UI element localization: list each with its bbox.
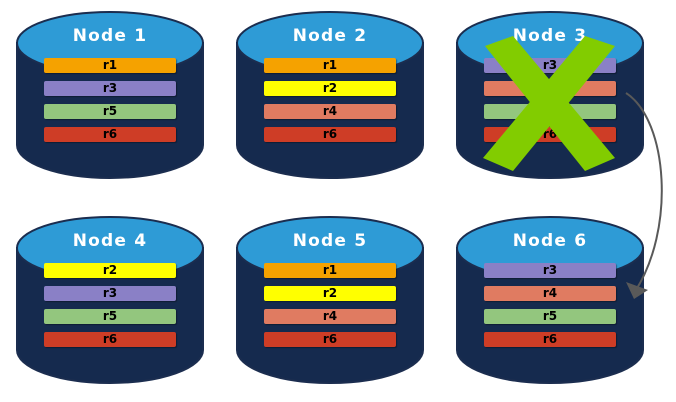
record-bar[interactable]: r3 <box>484 58 616 73</box>
record-label: r1 <box>102 58 118 72</box>
record-bar[interactable]: r6 <box>264 127 396 142</box>
record-bar[interactable]: r6 <box>264 332 396 347</box>
record-bar-list: r2 r3 r5 r6 <box>44 263 176 355</box>
record-bar[interactable]: r4 <box>264 104 396 119</box>
record-bar[interactable]: r2 <box>264 81 396 96</box>
record-label: r1 <box>322 263 338 277</box>
record-label: r6 <box>322 127 338 141</box>
record-bar[interactable]: r1 <box>44 58 176 73</box>
record-label: r4 <box>322 309 338 323</box>
record-label: r4 <box>322 104 338 118</box>
record-label: r6 <box>102 332 118 346</box>
record-bar[interactable]: r6 <box>484 127 616 142</box>
record-label: r6 <box>102 127 118 141</box>
record-label: r6 <box>322 332 338 346</box>
record-bar[interactable]: r4 <box>264 309 396 324</box>
record-label: r2 <box>102 263 118 277</box>
node-4[interactable]: Node 4 r2 r3 r5 r6 <box>15 213 205 385</box>
record-label: r5 <box>102 309 118 323</box>
record-bar[interactable]: r6 <box>484 332 616 347</box>
record-bar[interactable]: r5 <box>44 309 176 324</box>
record-bar[interactable]: r4 <box>484 81 616 96</box>
node-6[interactable]: Node 6 r3 r4 r5 r6 <box>455 213 645 385</box>
record-bar[interactable]: r1 <box>264 58 396 73</box>
record-bar[interactable]: r4 <box>484 286 616 301</box>
record-bar[interactable]: r6 <box>44 332 176 347</box>
record-label: r3 <box>102 81 118 95</box>
record-bar-list: r1 r3 r5 r6 <box>44 58 176 150</box>
record-bar[interactable]: r6 <box>44 127 176 142</box>
record-bar[interactable]: r5 <box>484 309 616 324</box>
record-label: r3 <box>542 263 558 277</box>
record-label: r3 <box>542 58 558 72</box>
record-label: r6 <box>542 332 558 346</box>
record-label: r5 <box>102 104 118 118</box>
record-bar-list: r3 r4 r5 r6 <box>484 58 616 150</box>
record-bar[interactable]: r2 <box>264 286 396 301</box>
record-label: r4 <box>542 286 558 300</box>
record-bar[interactable]: r1 <box>264 263 396 278</box>
record-bar[interactable]: r5 <box>484 104 616 119</box>
record-label: r2 <box>322 81 338 95</box>
record-label: r1 <box>322 58 338 72</box>
record-bar-list: r1 r2 r4 r6 <box>264 263 396 355</box>
record-label: r6 <box>542 127 558 141</box>
record-label: r3 <box>102 286 118 300</box>
node-2[interactable]: Node 2 r1 r2 r4 r6 <box>235 8 425 180</box>
record-bar[interactable]: r3 <box>44 81 176 96</box>
record-label: r5 <box>542 309 558 323</box>
record-label: r5 <box>542 104 558 118</box>
node-1[interactable]: Node 1 r1 r3 r5 r6 <box>15 8 205 180</box>
record-bar-list: r3 r4 r5 r6 <box>484 263 616 355</box>
record-bar[interactable]: r3 <box>484 263 616 278</box>
node-3[interactable]: Node 3 r3 r4 r5 r6 <box>455 8 645 180</box>
record-label: r2 <box>322 286 338 300</box>
record-bar-list: r1 r2 r4 r6 <box>264 58 396 150</box>
record-bar[interactable]: r2 <box>44 263 176 278</box>
record-label: r4 <box>542 81 558 95</box>
record-bar[interactable]: r5 <box>44 104 176 119</box>
record-bar[interactable]: r3 <box>44 286 176 301</box>
node-5[interactable]: Node 5 r1 r2 r4 r6 <box>235 213 425 385</box>
